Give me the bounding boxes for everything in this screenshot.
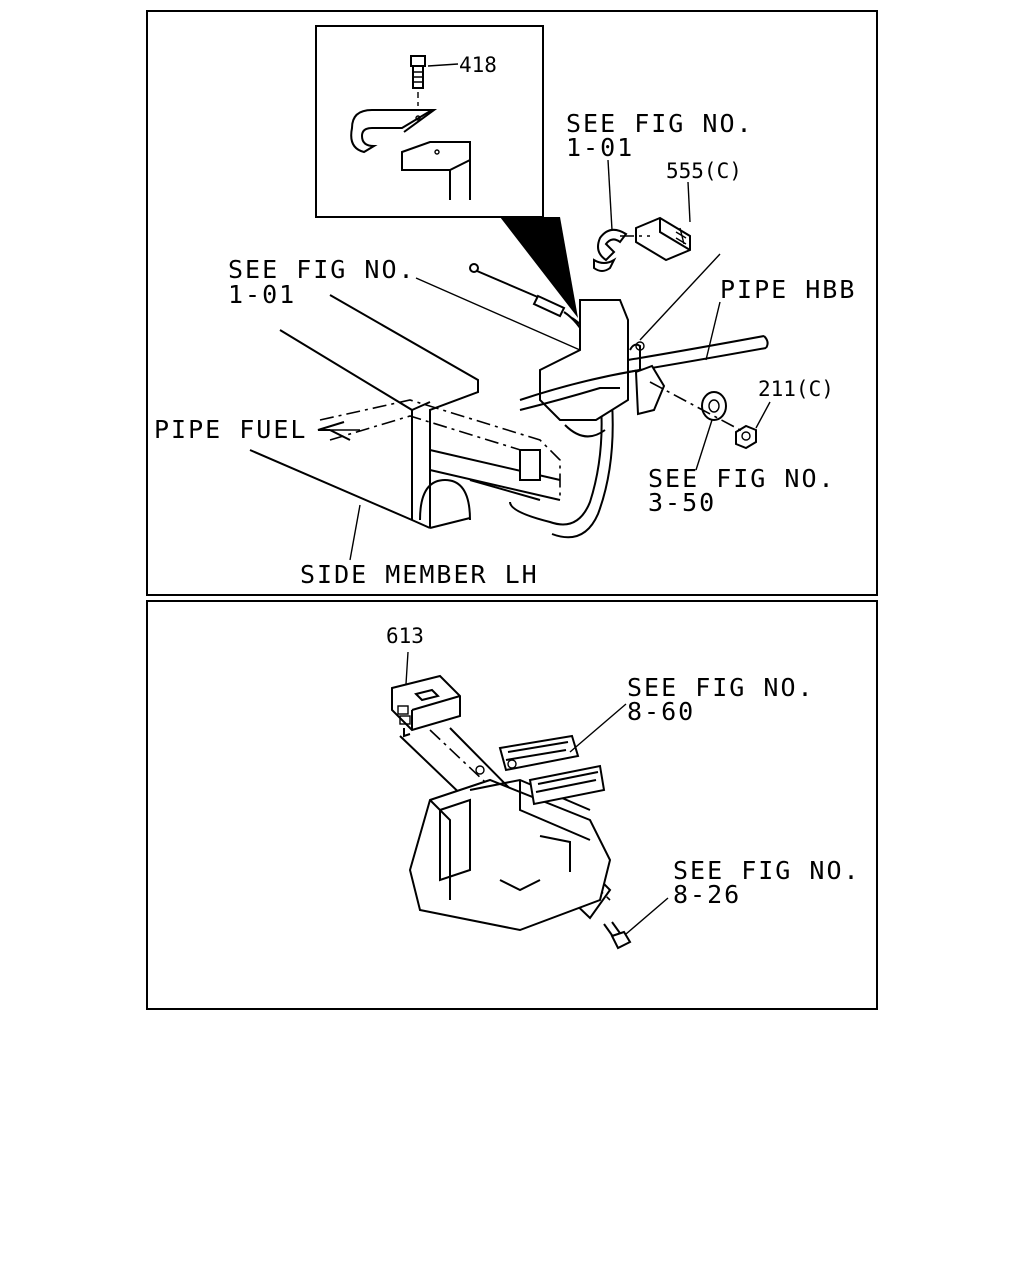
nut-211-icon (735, 424, 757, 450)
hook-bolt-icon (629, 341, 666, 416)
side-member-label: SIDE MEMBER LH (300, 560, 539, 589)
bracket-555-icon (635, 216, 691, 262)
pipe-hbb-label: PIPE HBB (720, 275, 856, 304)
see-fig-number-d: 8-60 (627, 697, 695, 726)
part-613-label: 613 (386, 624, 424, 648)
part-555-label: 555(C) (666, 159, 742, 183)
see-fig-number-b: 1-01 (228, 280, 296, 309)
module-613-icon (391, 674, 461, 738)
bolt-418-icon (410, 55, 426, 106)
part-418-label: 418 (459, 53, 497, 77)
clip-1-01-icon (593, 228, 628, 272)
see-fig-label-c: SEE FIG NO. (648, 464, 836, 493)
see-fig-label-d: SEE FIG NO. (627, 673, 815, 702)
heater-unit-icon (408, 734, 612, 932)
side-member-frame (249, 294, 561, 529)
bolt-8-26-icon (603, 921, 632, 950)
part-211-label: 211(C) (758, 377, 834, 401)
see-fig-number-c: 3-50 (648, 488, 716, 517)
top-diagram-panel (146, 10, 878, 596)
bracket-assembly (519, 299, 641, 481)
see-fig-number-e: 8-26 (673, 880, 741, 909)
detail-pointer (500, 217, 578, 318)
see-fig-label-b: SEE FIG NO. (228, 255, 416, 284)
clamp-3-50-icon (701, 391, 727, 421)
see-fig-label-a: SEE FIG NO. (566, 109, 754, 138)
see-fig-label-e: SEE FIG NO. (673, 856, 861, 885)
see-fig-number-a: 1-01 (566, 133, 634, 162)
clamp-detail-icon (350, 109, 471, 200)
pipe-fuel-label: PIPE FUEL (154, 415, 307, 444)
detail-inset-box (315, 25, 544, 218)
